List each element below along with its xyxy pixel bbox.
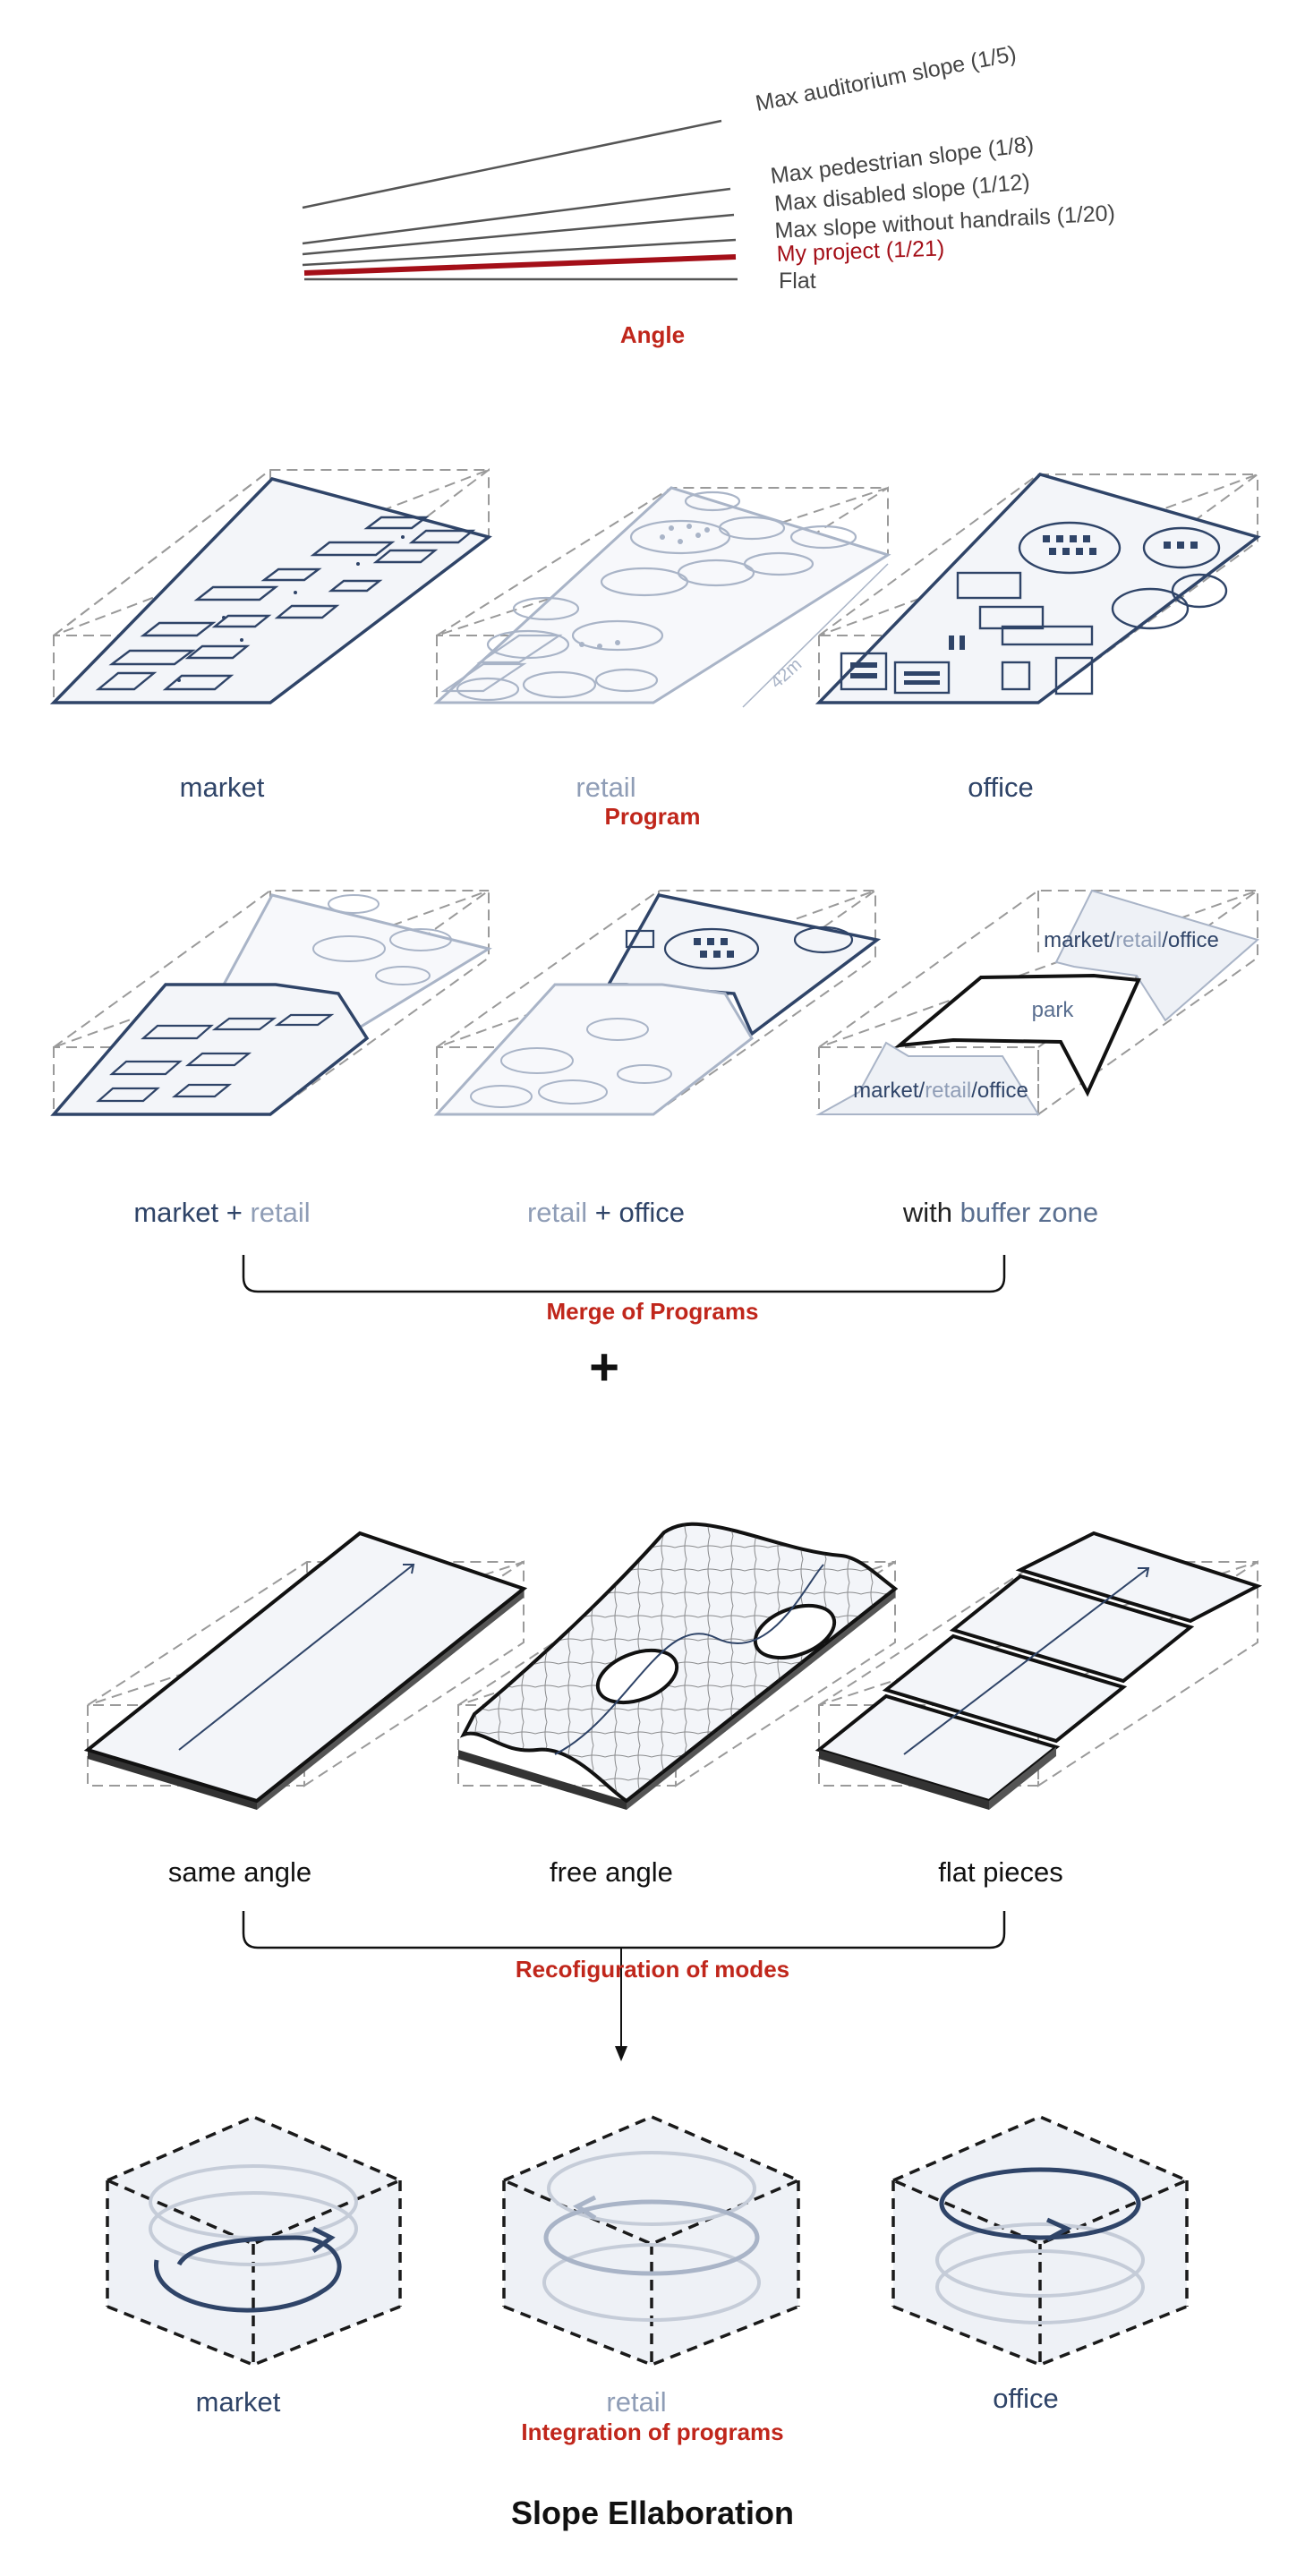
mode-label-free-angle: free angle bbox=[550, 1856, 673, 1888]
buffer-label-park: park bbox=[1032, 998, 1075, 1022]
program-market-box bbox=[49, 467, 492, 705]
modes-bracket bbox=[242, 1911, 1006, 1949]
program-label-market: market bbox=[180, 772, 265, 803]
mode-same-angle-box bbox=[83, 1531, 528, 1810]
program-retail-box: 42m bbox=[433, 486, 891, 708]
integration-market-cube bbox=[103, 2115, 405, 2367]
integration-office-cube bbox=[889, 2115, 1191, 2367]
mode-flat-pieces-box bbox=[815, 1531, 1263, 1810]
buffer-bottom-retail: retail bbox=[925, 1079, 971, 1103]
buffer-top-retail: retail bbox=[1115, 928, 1162, 952]
buffer-label-bottom: market/retail/office bbox=[853, 1079, 1028, 1103]
program-label-office: office bbox=[968, 772, 1034, 803]
section-title-merge: Merge of Programs bbox=[547, 1298, 759, 1325]
merge-retail-office-box bbox=[433, 889, 882, 1116]
merge-bracket bbox=[242, 1255, 1006, 1293]
section-title-angle: Angle bbox=[620, 321, 685, 348]
mode-label-same-angle: same angle bbox=[168, 1856, 311, 1888]
buffer-top-office: /office bbox=[1162, 928, 1219, 952]
program-section: market bbox=[49, 467, 1261, 830]
modes-section: same angle free angle bbox=[83, 1522, 1263, 2061]
merge-label-retail-office: retail + office bbox=[527, 1197, 685, 1228]
merge-label-b-office: office bbox=[619, 1197, 686, 1228]
merge-market-retail-box bbox=[50, 889, 492, 1116]
merge-label-a-retail: retail bbox=[250, 1197, 310, 1228]
mode-label-flat-pieces: flat pieces bbox=[938, 1856, 1063, 1888]
merge-label-market-retail: market + retail bbox=[133, 1197, 310, 1228]
slope-line-disabled bbox=[302, 213, 735, 256]
label-flat: Flat bbox=[779, 269, 816, 294]
angle-section: Max auditorium slope (1/5) Max pedestria… bbox=[302, 41, 1116, 348]
integration-label-market: market bbox=[196, 2386, 281, 2418]
program-label-retail: retail bbox=[576, 772, 635, 803]
program-office-box bbox=[815, 473, 1261, 704]
integration-label-retail: retail bbox=[606, 2386, 666, 2418]
section-title-modes: Recofiguration of modes bbox=[516, 1956, 789, 1983]
buffer-label-top: market/retail/office bbox=[1044, 928, 1219, 952]
merge-label-c-buffer: buffer zone bbox=[960, 1197, 1099, 1228]
plus-sign: + bbox=[589, 1338, 619, 1396]
buffer-bottom-office: /office bbox=[971, 1079, 1028, 1103]
slope-line-handrails bbox=[302, 238, 737, 267]
slope-line-pedestrian bbox=[302, 187, 731, 245]
integration-section: market retail bbox=[103, 2115, 1191, 2445]
integration-retail-cube bbox=[499, 2115, 803, 2367]
mode-free-angle-box bbox=[457, 1522, 899, 1810]
merge-label-c-with: with bbox=[902, 1197, 960, 1228]
buffer-bottom-market: market/ bbox=[853, 1079, 925, 1103]
label-auditorium: Max auditorium slope (1/5) bbox=[754, 41, 1019, 116]
section-title-program: Program bbox=[605, 803, 701, 830]
label-project: My project (1/21) bbox=[776, 235, 944, 267]
modes-arrow-head bbox=[615, 2046, 627, 2061]
slope-line-project bbox=[303, 254, 737, 276]
merge-section: market + retail bbox=[50, 889, 1260, 1396]
merge-label-b-plus: + bbox=[587, 1197, 618, 1228]
buffer-top-market: market/ bbox=[1044, 928, 1115, 952]
merge-label-a-market: market bbox=[133, 1197, 218, 1228]
merge-label-a-plus: + bbox=[218, 1197, 250, 1228]
merge-buffer-zone-box: market/retail/office park market/retail/… bbox=[815, 889, 1260, 1116]
merge-label-b-retail: retail bbox=[527, 1197, 587, 1228]
slope-line-auditorium bbox=[302, 119, 722, 209]
integration-label-office: office bbox=[993, 2383, 1059, 2414]
page-title: Slope Ellaboration bbox=[511, 2495, 794, 2531]
section-title-integration: Integration of programs bbox=[521, 2418, 783, 2445]
merge-label-buffer-zone: with buffer zone bbox=[902, 1197, 1098, 1228]
program-dimension-label: 42m bbox=[767, 654, 806, 692]
